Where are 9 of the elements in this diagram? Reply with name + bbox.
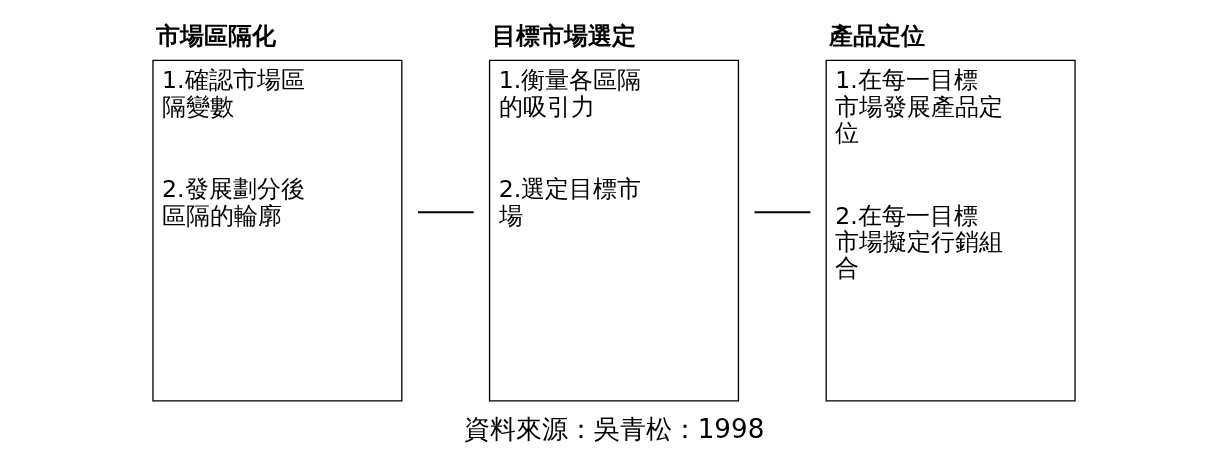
connector — [416, 211, 475, 214]
caption: 資料來源：吳青松：1998 — [463, 413, 764, 444]
node-label: 產品定位 — [828, 21, 925, 50]
node-box: 1.確認市場區隔變數 2.發展劃分後區隔的輪廓 — [151, 59, 402, 402]
node-box: 1.衡量各區隔的吸引力 2.選定目標市場 — [488, 59, 739, 402]
node-box: 1.在每一目標市場發展產品定位 2.在每一目標市場擬定行銷組合 — [825, 59, 1076, 402]
node-label: 市場區隔化 — [155, 21, 276, 50]
node-label: 目標市場選定 — [491, 21, 636, 50]
connector — [753, 211, 811, 214]
